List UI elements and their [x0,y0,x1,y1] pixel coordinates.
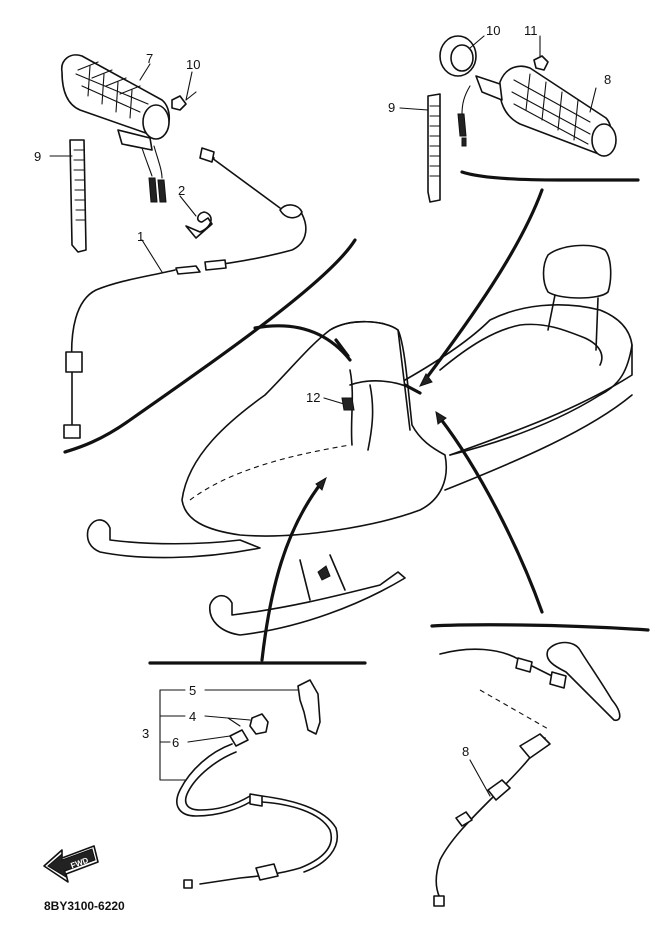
seat [404,304,633,456]
callout-4: 4 [189,709,196,724]
group-right-grip [427,35,640,203]
left-grip-wires [141,145,163,179]
group-right-frame [460,170,640,182]
clip-2 [185,211,213,239]
group-cable-7 [430,623,650,907]
callout-8-left: 7 [146,51,153,66]
callout-bracket-3 [159,689,299,781]
brake-lever [546,641,621,722]
callout-10: 10 [486,23,500,38]
left-grip [60,54,171,151]
callout-7: 8 [462,744,469,759]
backrest-post [547,294,599,351]
windshield [329,320,411,431]
group-left-frame [63,238,357,454]
seat-top [439,323,603,371]
cable-3 [176,743,333,885]
callout-9-left: 9 [34,149,41,164]
cable-7-housing-top [439,648,553,677]
cable-3-inner [184,751,339,873]
diagram-code: 8BY3100-6220 [44,899,125,913]
callout-leaders [49,35,597,797]
right-grip [475,65,617,157]
throttle-cable-1 [70,207,307,426]
group-left-grip [60,54,357,454]
callout-2: 2 [178,183,185,198]
sled-right-grip [403,383,422,395]
screw-11-left [171,95,187,111]
lever-5 [297,679,321,735]
left-ski [86,519,261,559]
clip-12 [341,397,355,411]
callout-8-right: 8 [604,72,611,87]
adjuster-6 [229,729,249,747]
left-grip-connectors [148,177,167,203]
callout-11-left: 10 [186,57,200,72]
callout-5: 5 [189,683,196,698]
callout-12: 12 [306,390,320,405]
nut-4 [249,713,269,735]
callout-11-right: 11 [524,23,538,38]
cowl-dashed-line [189,444,351,501]
right-grip-wires [461,85,471,115]
ski-strut [299,554,346,601]
band-9-left [69,139,87,253]
suspension-mark [317,565,331,581]
leader-arrows [253,188,544,662]
callout-9-right: 9 [388,100,395,115]
tunnel-lower [444,394,633,491]
band-9-right [427,93,441,203]
right-grip-connectors [457,113,467,147]
snowmobile-cowl [181,320,447,537]
tunnel [449,344,633,456]
callout-1: 1 [137,229,144,244]
throttle-arm [204,149,281,209]
cable-7 [435,737,546,899]
snowmobile-drawing [86,244,633,636]
callout-6: 6 [172,735,179,750]
group-cable-7-frame [430,623,650,632]
callout-3: 3 [142,726,149,741]
screw-11-right [533,55,549,71]
group-cable-3 [148,661,367,889]
backrest [542,244,612,299]
right-ski [209,571,406,636]
callout-labels: 7 10 9 2 1 10 11 9 8 12 5 4 3 6 8 [34,23,611,759]
forward-arrow: FWD [43,845,99,883]
